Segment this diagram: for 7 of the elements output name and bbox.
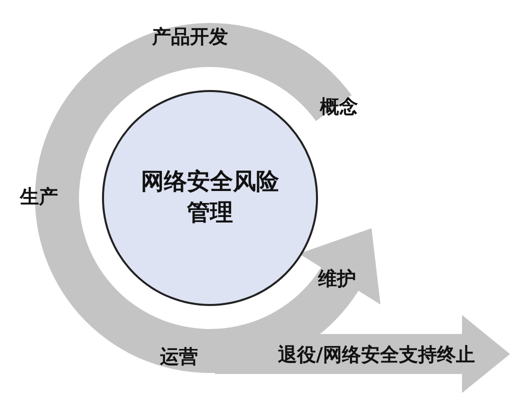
stage-label: 产品开发	[152, 26, 228, 49]
stage-label: 生产	[20, 186, 58, 209]
stage-label: 概念	[320, 96, 358, 119]
stage-label: 退役/网络安全支持终止	[278, 344, 475, 367]
stage-label: 维护	[318, 268, 356, 291]
node-text: 网络安全风险管理	[140, 168, 280, 228]
stage-label: 运营	[160, 346, 198, 369]
